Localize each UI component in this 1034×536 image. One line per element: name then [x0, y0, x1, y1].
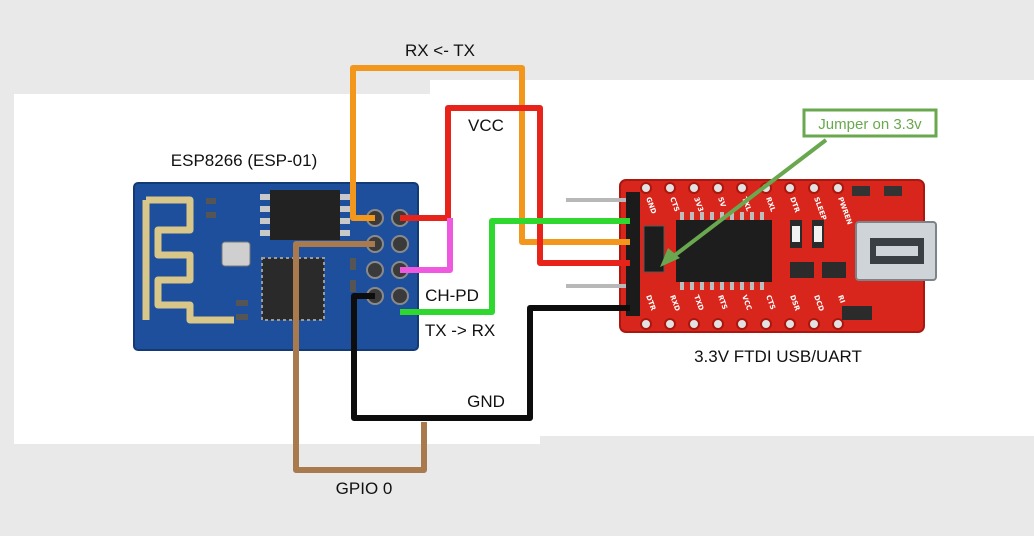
wire-tx-rx — [400, 218, 630, 315]
tx-rx-wire-label: TX -> RX — [425, 321, 495, 340]
ftdi-label: 3.3V FTDI USB/UART — [694, 347, 862, 366]
jumper-arrow — [664, 138, 828, 264]
ftdi-silkscreen-label: RI — [836, 294, 846, 304]
gnd-wire-label: GND — [467, 392, 505, 411]
pcb-antenna — [142, 196, 234, 324]
wire-ch-pd — [400, 218, 453, 273]
voltage-jumper — [643, 225, 665, 273]
crystal — [221, 241, 251, 267]
esp8266-module — [133, 182, 419, 351]
rx-tx-wire-label: RX <- TX — [405, 41, 475, 60]
esp-module-label: ESP8266 (ESP-01) — [171, 151, 317, 170]
jumper-callout-label: Jumper on 3.3v — [818, 116, 922, 133]
wire-gnd — [351, 293, 630, 421]
ftdi-silkscreen-label: 5V — [716, 196, 727, 209]
ft232-chip — [676, 220, 772, 282]
flash-chip — [270, 190, 340, 240]
vcc-wire-label: VCC — [468, 116, 504, 135]
gpio0-wire-label: GPIO 0 — [336, 479, 393, 498]
wire-gpio0 — [293, 241, 427, 473]
jumper-arrowhead — [660, 248, 680, 267]
jumper-callout-box — [802, 108, 938, 138]
wire-vcc — [400, 105, 630, 266]
ch-pd-wire-label: CH-PD — [425, 286, 479, 305]
